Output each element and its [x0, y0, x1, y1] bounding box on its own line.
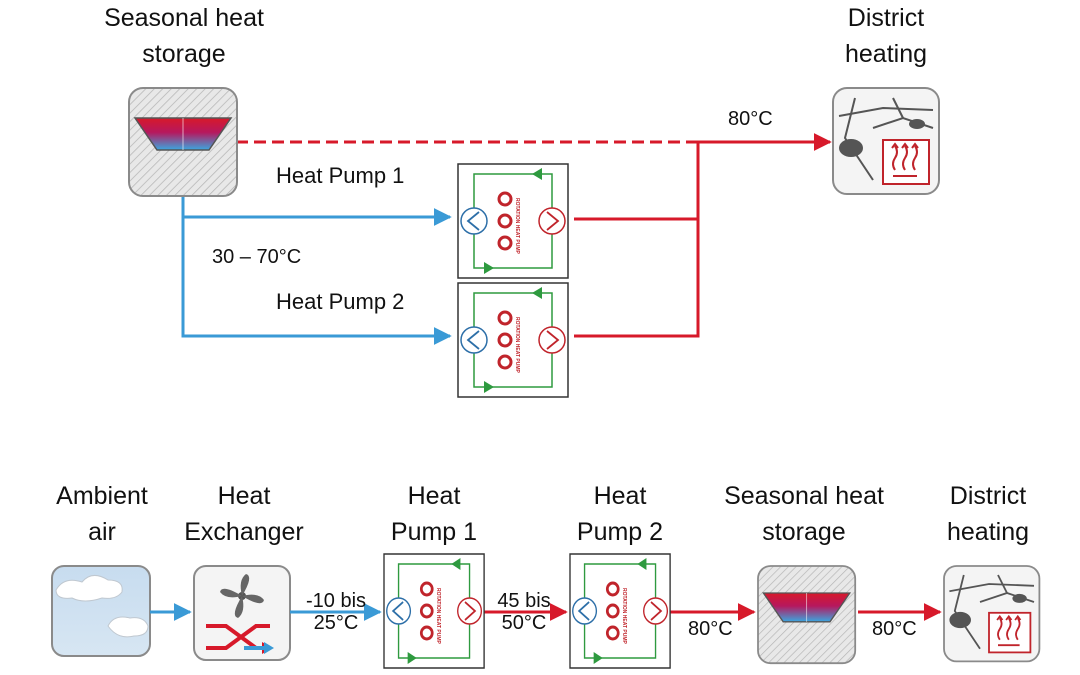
- hp-rotation-text: ROTATION HEAT PUMP: [514, 198, 520, 254]
- hp-rotation-text: ROTATION HEAT PUMP: [435, 588, 441, 644]
- top-district-icon: [832, 87, 940, 195]
- temp-hp1-to-hp2: 45 bis 50°C: [497, 590, 551, 634]
- hp-rotation-text: ROTATION HEAT PUMP: [514, 317, 520, 373]
- bottom-district-label: District heating: [946, 482, 1030, 546]
- temp-storage-to-district: 80°C: [872, 618, 917, 640]
- ambient-air-icon: [51, 565, 151, 657]
- top-hp2-label: Heat Pump 2: [276, 289, 405, 314]
- top-storage-label: Seasonal heat storage: [104, 4, 264, 68]
- bottom-district-icon: [943, 565, 1041, 663]
- bottom-heat-pump-1-icon: [382, 552, 486, 670]
- bottom-hp1-label: Heat Pump 1: [390, 482, 478, 546]
- temp-hx-to-hp1: -10 bis 25°C: [305, 590, 367, 634]
- top-hp1-label: Heat Pump 1: [276, 163, 405, 188]
- bottom-heat-pump-2-icon: [568, 552, 672, 670]
- hp1-output-line: [574, 142, 700, 221]
- top-source-temp: 30 – 70°C: [212, 246, 302, 268]
- bottom-ambient-label: Ambient air: [56, 482, 148, 546]
- hp2-output-line: [574, 219, 700, 338]
- bottom-hp2-label: Heat Pump 2: [576, 482, 664, 546]
- top-heat-pump-1-icon: [456, 162, 570, 280]
- bottom-storage-label: Seasonal heat storage: [724, 482, 884, 546]
- heat-exchanger-icon: [193, 565, 291, 661]
- top-heat-pump-2-icon: [456, 281, 570, 399]
- top-district-label: District heating: [844, 4, 928, 68]
- top-supply-temp: 80°C: [728, 108, 773, 130]
- bottom-storage-icon: [757, 565, 857, 665]
- top-storage-icon: [128, 87, 238, 197]
- bottom-hx-label: Heat Exchanger: [184, 482, 304, 546]
- temp-hp2-to-storage: 80°C: [688, 618, 733, 640]
- source-line-hp2: [181, 196, 452, 345]
- hp-rotation-text: ROTATION HEAT PUMP: [621, 588, 627, 644]
